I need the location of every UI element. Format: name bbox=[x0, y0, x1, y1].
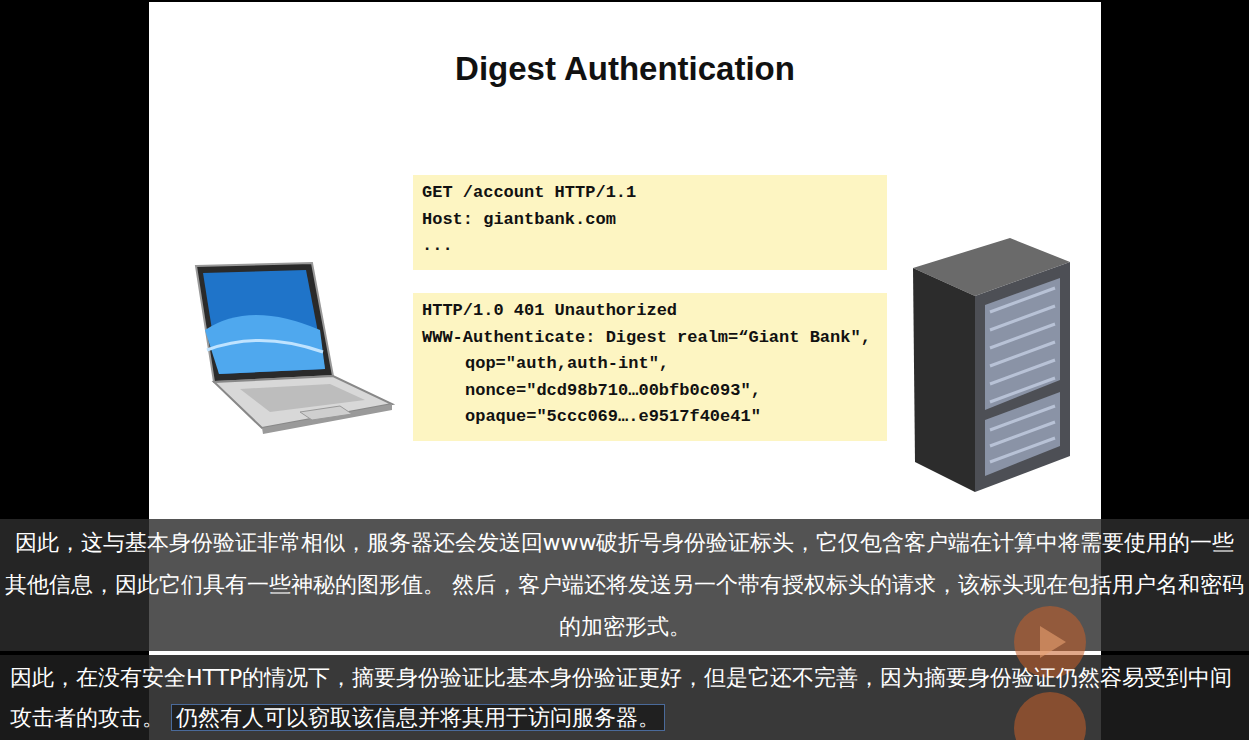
code-line: nonce="dcd98b710…00bfb0c093", bbox=[422, 378, 878, 405]
code-line: GET /account HTTP/1.1 bbox=[422, 180, 878, 207]
subtitle-text: 仍然有人可以窃取该信息并将其用于访问服务器。 bbox=[171, 704, 665, 731]
http-message-box: GET /account HTTP/1.1Host: giantbank.com… bbox=[413, 175, 887, 270]
subtitle-text: 因此，这与基本身份验证非常相似，服务器还会发送回www破折号身份验证标头，它仅包… bbox=[4, 522, 1245, 648]
laptop-illustration bbox=[196, 263, 392, 434]
code-line: qop="auth,auth-int", bbox=[422, 351, 878, 378]
code-line: WWW-Authenticate: Digest realm=“Giant Ba… bbox=[422, 325, 878, 352]
code-line: opaque="5ccc069….e9517f40e41" bbox=[422, 404, 878, 431]
http-message-box: HTTP/1.0 401 UnauthorizedWWW-Authenticat… bbox=[413, 293, 887, 441]
code-line: HTTP/1.0 401 Unauthorized bbox=[422, 298, 878, 325]
code-line: Host: giantbank.com bbox=[422, 207, 878, 234]
subtitle-block: 因此，在没有安全HTTP的情况下，摘要身份验证比基本身份验证更好，但是它还不完善… bbox=[10, 658, 1242, 738]
server-illustration bbox=[913, 238, 1070, 492]
code-line: ... bbox=[422, 233, 878, 260]
slide-title: Digest Authentication bbox=[149, 50, 1101, 88]
